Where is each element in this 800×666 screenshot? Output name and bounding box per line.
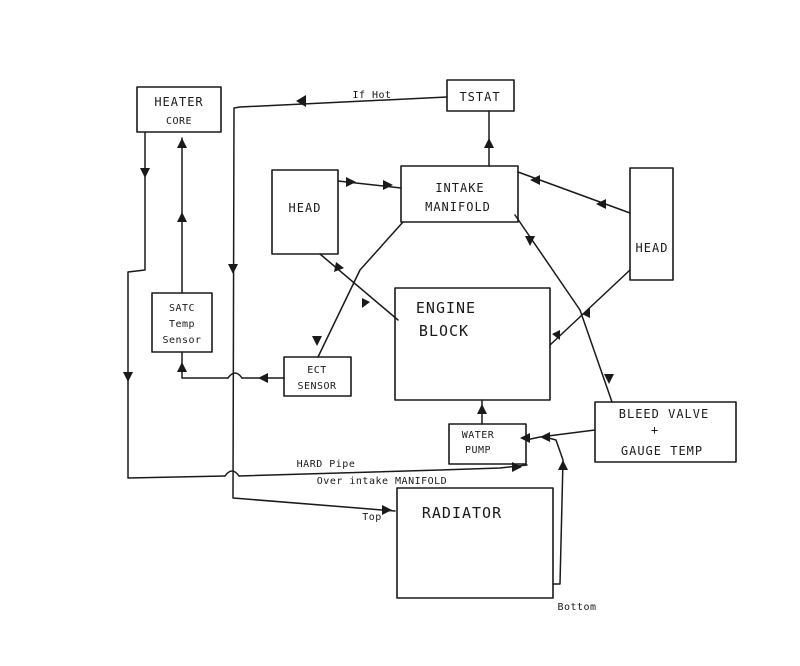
bleed-valve-label-3: GAUGE TEMP bbox=[621, 444, 703, 458]
over-intake-label: Over intake MANIFOLD bbox=[317, 476, 447, 487]
satc-sensor-label-3: Sensor bbox=[162, 335, 201, 346]
arrow-intake-bleed-1 bbox=[525, 236, 535, 246]
heater-core-label-2: CORE bbox=[166, 116, 192, 127]
arrow-hard-pipe-right bbox=[512, 462, 522, 472]
arrow-block-head-right-2 bbox=[552, 330, 560, 340]
intake-manifold-label-2: MANIFOLD bbox=[425, 200, 491, 214]
head-left-label: HEAD bbox=[289, 201, 322, 215]
satc-sensor-label-2: Temp bbox=[169, 319, 195, 330]
pipe-head-right-to-block bbox=[549, 269, 631, 346]
tstat-label: TSTAT bbox=[459, 90, 500, 104]
hard-pipe-label: HARD Pipe bbox=[297, 459, 356, 470]
arrow-intake-left bbox=[530, 175, 540, 185]
head-right-box: HEAD bbox=[629, 167, 674, 281]
arrow-intake-bleed-2 bbox=[604, 374, 614, 384]
arrow-heater-down bbox=[140, 168, 150, 178]
arrow-heater-return-down bbox=[123, 372, 133, 382]
pipe-satc-to-ect bbox=[181, 351, 229, 379]
arrow-left-vertical-down bbox=[228, 264, 238, 274]
arrow-ect-diag-2 bbox=[312, 336, 322, 346]
engine-block-label-1: ENGINE bbox=[416, 299, 476, 317]
arrow-tstat-left bbox=[296, 95, 306, 107]
pipe-tstat-if-hot bbox=[232, 96, 448, 512]
heater-core-box: HEATER CORE bbox=[136, 86, 222, 133]
arrow-satc-up-1 bbox=[177, 138, 187, 148]
arrow-head-right-left bbox=[596, 199, 606, 209]
tstat-box: TSTAT bbox=[446, 79, 515, 112]
bottom-label: Bottom bbox=[557, 602, 596, 613]
ect-sensor-box: ECT SENSOR bbox=[283, 356, 352, 397]
pipe-intake-to-ect bbox=[317, 221, 404, 358]
pipe-radiator-bottom bbox=[544, 436, 564, 585]
engine-block-label-2: BLOCK bbox=[419, 322, 469, 340]
bleed-valve-label-2: + bbox=[651, 423, 659, 437]
arrow-pump-up bbox=[477, 404, 487, 414]
satc-sensor-label-1: SATC bbox=[169, 303, 195, 314]
pipe-intake-to-bleed bbox=[514, 214, 613, 403]
heater-core-label-1: HEATER bbox=[154, 95, 203, 109]
pipes bbox=[127, 96, 631, 585]
pipe-head-left-to-block bbox=[319, 253, 399, 321]
radiator-box: RADIATOR bbox=[396, 487, 554, 599]
radiator-label: RADIATOR bbox=[422, 504, 502, 522]
arrow-satc-up-3 bbox=[177, 362, 187, 372]
top-label: Top bbox=[362, 512, 382, 523]
arrow-satc-up-2 bbox=[177, 212, 187, 222]
arrow-bleed-pump-1 bbox=[520, 433, 530, 443]
ect-sensor-label-1: ECT bbox=[307, 365, 327, 376]
pipe-crossing-2 bbox=[227, 372, 243, 379]
arrow-radiator-up bbox=[558, 460, 568, 470]
intake-manifold-label-1: INTAKE bbox=[435, 181, 484, 195]
arrow-ect-diag-1 bbox=[334, 262, 344, 272]
water-pump-label-2: PUMP bbox=[465, 445, 491, 456]
pipe-crossing-1 bbox=[224, 470, 240, 477]
pipe-hard-pipe bbox=[238, 464, 528, 477]
head-left-box: HEAD bbox=[271, 169, 339, 255]
arrow-ect-left bbox=[258, 373, 268, 383]
arrow-bleed-pump-2 bbox=[540, 432, 550, 442]
bleed-valve-box: BLEED VALVE + GAUGE TEMP bbox=[594, 401, 737, 463]
arrow-intake-tstat-up bbox=[484, 138, 494, 148]
bleed-valve-label-1: BLEED VALVE bbox=[619, 407, 709, 421]
engine-block-box: ENGINE BLOCK bbox=[394, 287, 551, 401]
head-right-label: HEAD bbox=[636, 241, 669, 255]
intake-manifold-box: INTAKE MANIFOLD bbox=[400, 165, 519, 223]
satc-sensor-box: SATC Temp Sensor bbox=[151, 292, 213, 353]
arrow-block-head-right-1 bbox=[582, 308, 590, 318]
pipe-bleed-to-pump bbox=[525, 429, 596, 441]
arrow-head-block bbox=[362, 298, 370, 308]
water-pump-box: WATER PUMP bbox=[448, 423, 527, 465]
arrow-top-right bbox=[382, 505, 392, 515]
if-hot-label: If Hot bbox=[352, 90, 391, 101]
pipe-heater-return bbox=[127, 131, 226, 479]
ect-sensor-label-2: SENSOR bbox=[297, 381, 337, 392]
arrowheads bbox=[123, 95, 614, 515]
arrow-head-intake-right bbox=[383, 180, 393, 190]
water-pump-label-1: WATER bbox=[462, 430, 495, 441]
arrow-head-left-right bbox=[346, 177, 356, 187]
